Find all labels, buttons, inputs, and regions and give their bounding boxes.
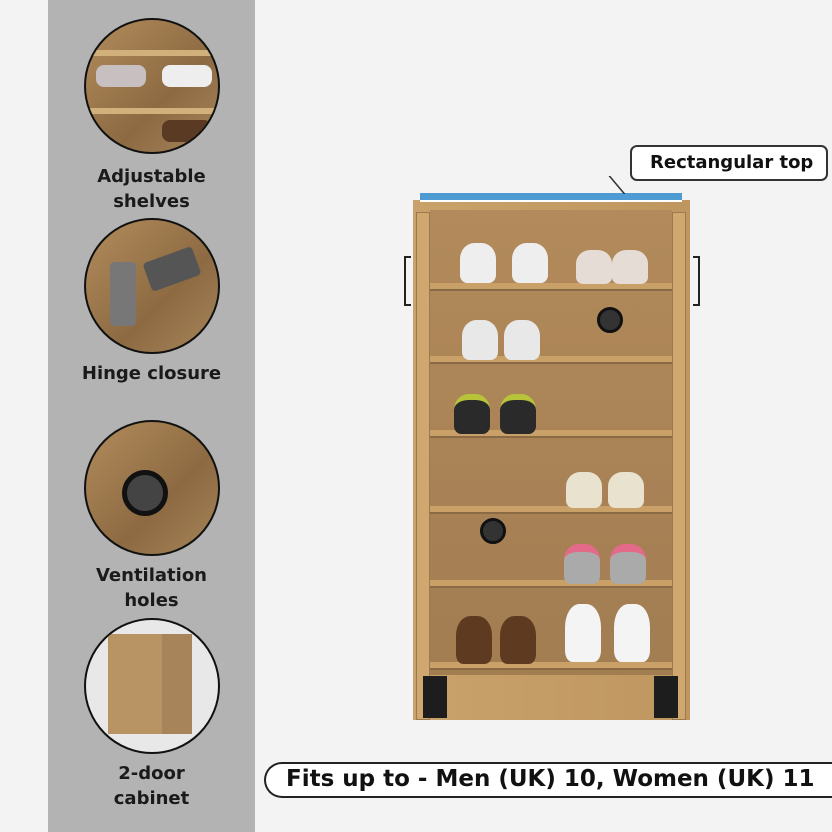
shoe	[462, 320, 498, 360]
shoe	[566, 472, 602, 508]
right-door	[672, 212, 686, 720]
shoe	[460, 243, 496, 283]
rectangular-top	[420, 193, 682, 202]
shoe	[564, 544, 600, 584]
shoe	[610, 544, 646, 584]
shoe	[456, 616, 492, 664]
cabinet-thumbnail-image	[84, 618, 220, 754]
shelf	[430, 356, 672, 364]
shoe	[512, 243, 548, 283]
shelf	[430, 580, 672, 588]
vent-hole	[480, 518, 506, 544]
right-handle	[693, 256, 700, 306]
shelves-closeup-image	[84, 18, 220, 154]
leg	[423, 676, 447, 718]
rectangular-top-callout: Rectangular top	[630, 145, 828, 181]
vent-closeup-image	[84, 420, 220, 556]
leg	[654, 676, 678, 718]
shelf	[430, 662, 672, 670]
shoe	[612, 250, 648, 284]
shoe	[565, 604, 601, 662]
shelf	[430, 430, 672, 438]
vent-hole	[597, 307, 623, 333]
shoe-size-fit-note: Fits up to - Men (UK) 10, Women (UK) 11	[264, 762, 832, 798]
shoe	[454, 394, 490, 434]
hinge-closeup-image	[84, 218, 220, 354]
feature-label-hinge-closure: Hinge closure	[81, 363, 222, 384]
left-door	[416, 212, 430, 720]
shoe	[576, 250, 612, 284]
shoe	[500, 394, 536, 434]
shelf	[430, 506, 672, 514]
left-handle	[404, 256, 411, 306]
shoe	[608, 472, 644, 508]
shoe	[500, 616, 536, 664]
shelf	[430, 283, 672, 291]
shoe	[504, 320, 540, 360]
shoe	[614, 604, 650, 662]
